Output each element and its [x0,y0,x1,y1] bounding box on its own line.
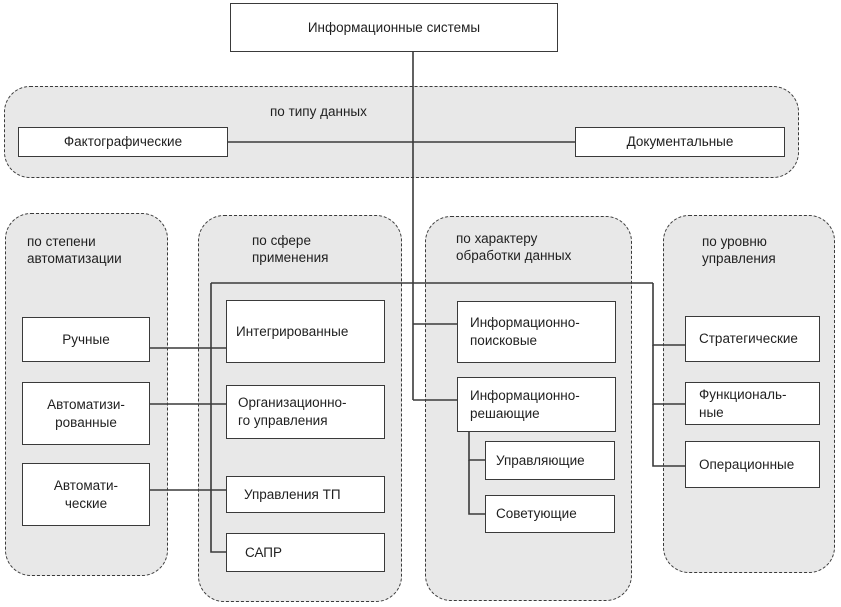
node-organizational-management: Организационно- го управления [226,385,385,439]
connector-decision-controlling [468,432,485,461]
label-by-management-level: по уровню управления [702,234,776,266]
node-automated: Автоматизи- рованные [22,382,150,445]
connector-bus-strategic [652,283,685,346]
node-information-retrieval: Информационно- поисковые [457,301,616,363]
label-by-automation-degree: по степени автоматизации [27,234,122,266]
node-integrated: Интегрированные [226,300,385,363]
node-operational: Операционные [685,441,820,488]
node-controlling: Управляющие [485,441,615,480]
label-by-data-type: по типу данных [270,104,367,119]
node-functional: Функциональ- ные [685,382,820,425]
connector-application-bus [210,283,226,553]
node-documentary: Документальные [575,127,785,157]
label-by-application-area: по сфере применения [252,233,329,265]
node-advising: Советующие [485,495,615,533]
connector-decision-advising [468,460,485,515]
node-strategic: Стратегические [685,316,820,362]
node-factographic: Фактографические [18,127,228,157]
node-information-decision: Информационно- решающие [457,377,616,432]
connector-bus-operational [652,404,685,467]
node-process-control: Управления ТП [226,476,385,513]
node-manual: Ручные [22,317,150,362]
node-information-systems: Информационные системы [230,3,558,52]
node-cad: САПР [226,533,385,572]
node-automatic: Автомати- ческие [22,463,150,526]
label-by-data-processing: по характеру обработки данных [456,231,572,263]
connector-bus-functional [652,345,685,405]
